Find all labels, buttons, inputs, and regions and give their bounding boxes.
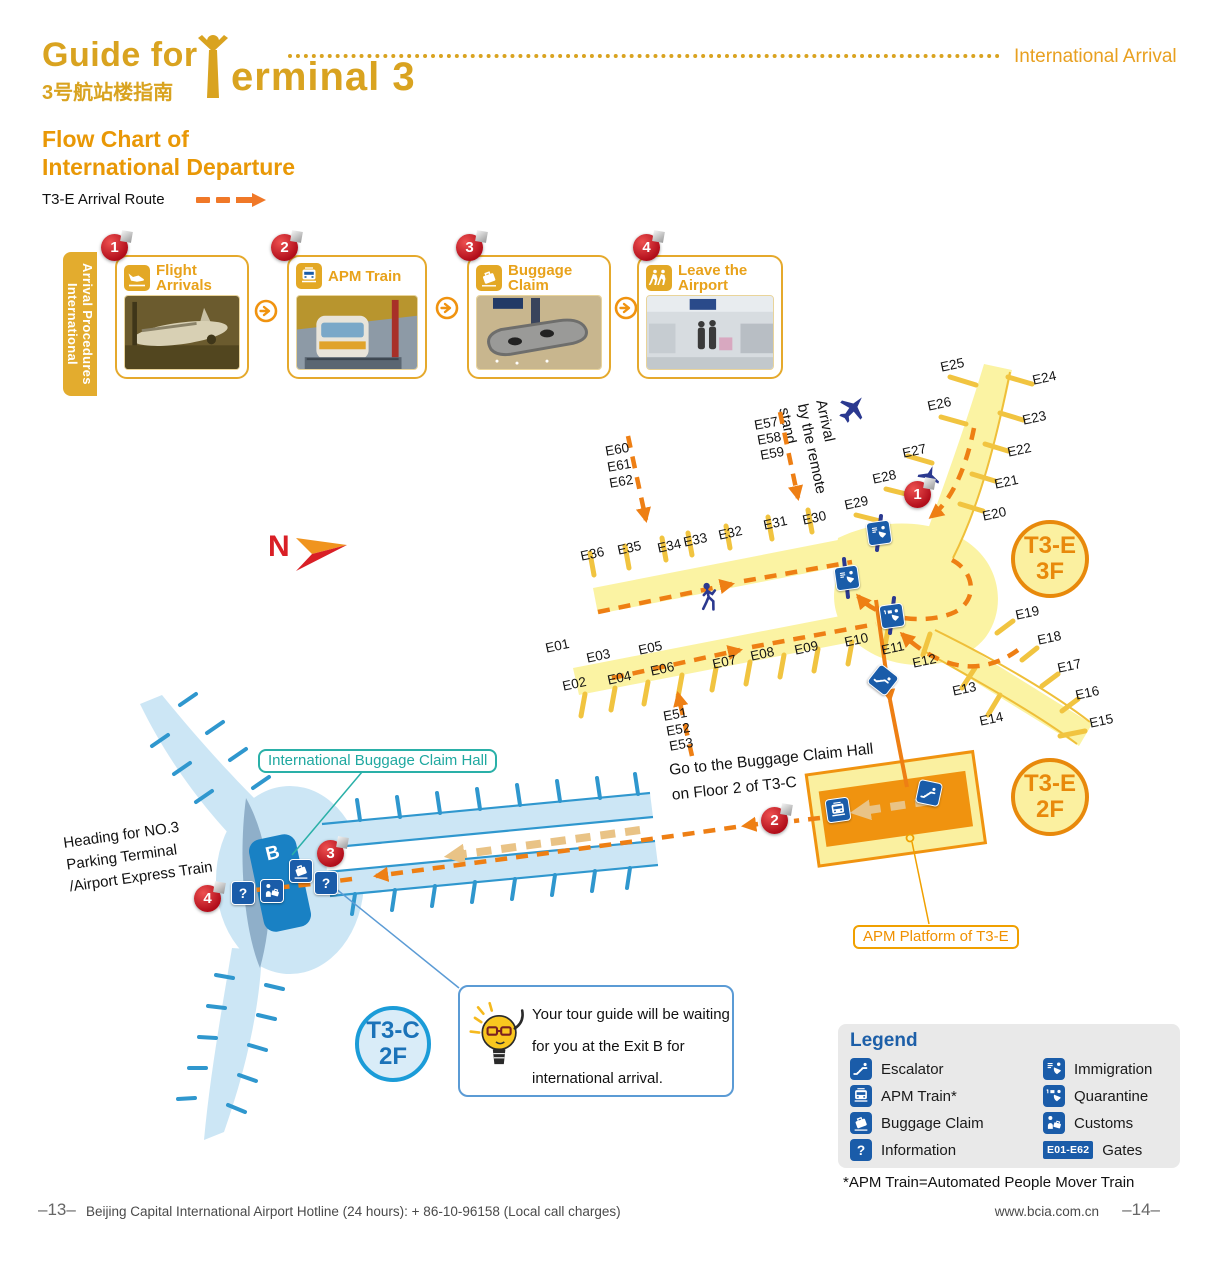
legend-item-label: Quarantine [1074,1087,1149,1105]
procedures-tab-label: International Arrival Procedures [65,263,95,385]
route-badge-2: 2 [761,807,788,834]
flight-arrivals-photo [124,295,240,370]
t3e-gate-stubs [578,374,1088,739]
escalator-icon [850,1058,872,1080]
legend-title: Legend [850,1030,918,1051]
tip-leader [334,887,460,989]
step-2-badge: 2 [271,234,298,261]
lightbulb-icon [469,1001,524,1065]
next-step-arrow-icon [254,299,278,323]
step-3-badge: 3 [456,234,483,261]
legend-item-apm: APM Train* [850,1085,984,1107]
step-card-flight-arrivals: Flight Arrivals [115,255,249,379]
legend-item-customs: Customs [1043,1112,1152,1134]
legend-item-quarantine: Quarantine [1043,1085,1152,1107]
step-4-badge: 4 [633,234,660,261]
route-badge-1: 1 [904,481,931,508]
quarantine-icon [878,602,906,630]
step-1-badge: 1 [101,234,128,261]
person-logo-icon [198,35,228,98]
apm-icon [824,796,852,824]
website-text: www.bcia.com.cn [994,1204,1099,1219]
legend-item-buggage: Buggage Claim [850,1112,984,1134]
section-tag: International Arrival [1014,46,1177,67]
escalator-icon [914,778,944,808]
legend-item-escalator: Escalator [850,1058,984,1080]
leave-airport-photo [646,295,774,370]
legend-item-label: Escalator [881,1060,944,1078]
next-step-arrow-icon [614,296,638,320]
hotline-text: Beijing Capital International Airport Ho… [86,1204,621,1219]
info-icon [231,881,255,905]
customs-icon [1043,1112,1065,1134]
legend-item-gates: E01-E62 Gates [1043,1139,1152,1161]
route-badge-4: 4 [194,885,221,912]
page-title-chinese: 3号航站楼指南 [42,82,174,104]
step-card-leave-airport: Leave the Airport [637,255,783,379]
buggage-icon [289,859,313,883]
t3c-gate-stubs [150,692,640,1114]
buggage-claim-icon [476,265,502,291]
customs-icon [260,879,284,903]
info-icon [850,1139,872,1161]
apm-train-photo [296,295,418,370]
gates-range-chip: E01-E62 [1043,1141,1094,1159]
buggage-icon [850,1112,872,1134]
quarantine-icon [1043,1085,1065,1107]
step-card-apm-train: APM Train [287,255,427,379]
page-number-left: –13– [38,1200,76,1219]
legend-footnote: *APM Train=Automated People Mover Train [843,1174,1135,1191]
legend-item-label: Gates [1102,1141,1143,1159]
leave-airport-icon [646,265,672,291]
apm-train-icon [296,263,322,289]
apm-track-to-t3c-arrow [443,826,641,865]
tour-guide-tip-box: Your tour guide will be waiting for you … [458,985,734,1097]
legend-item-label: Information [881,1141,957,1159]
immigration-icon [833,564,861,592]
procedures-tab: International Arrival Procedures [63,252,97,396]
tour-guide-tip-text: Your tour guide will be waiting for you … [532,1006,730,1087]
immigration-icon [1043,1058,1065,1080]
route-badge-3: 3 [317,840,344,867]
legend-item-label: Immigration [1074,1060,1153,1078]
apm-icon [850,1085,872,1107]
apm-label-anchor-dot [905,833,915,843]
page-number-right: –14– [1122,1200,1160,1219]
apm-label-leader [911,841,930,925]
route-legend-arrow-icon [196,193,266,207]
arrival-route-lines [232,411,1020,899]
buggage-claim-photo [476,295,602,370]
legend-item-immigration: Immigration [1043,1058,1152,1080]
claim-hall-leader [291,771,363,856]
flight-arrivals-icon [124,265,150,291]
terminal-title: erminal 3 [231,55,416,99]
immigration-icon [865,519,893,547]
route-legend-label: T3-E Arrival Route [42,191,165,208]
header-dotted-rule [288,54,1000,58]
claim-hall-callout: International Buggage Claim Hall [258,749,498,773]
north-arrow-icon [296,538,347,571]
info-icon [314,871,338,895]
walking-person-icon [701,582,717,611]
north-label: N [268,530,290,563]
apm-platform-callout: APM Platform of T3-E [853,925,1019,949]
legend-item-label: Buggage Claim [881,1114,984,1132]
legend-item-info: Information [850,1139,984,1161]
legend-item-label: APM Train* [881,1087,957,1105]
step-card-buggage-claim: Buggage Claim [467,255,611,379]
flow-chart-title: Flow Chart of International Departure [42,126,296,180]
legend-item-label: Customs [1074,1114,1134,1132]
page-title: Guide for [42,36,198,74]
next-step-arrow-icon [435,296,459,320]
